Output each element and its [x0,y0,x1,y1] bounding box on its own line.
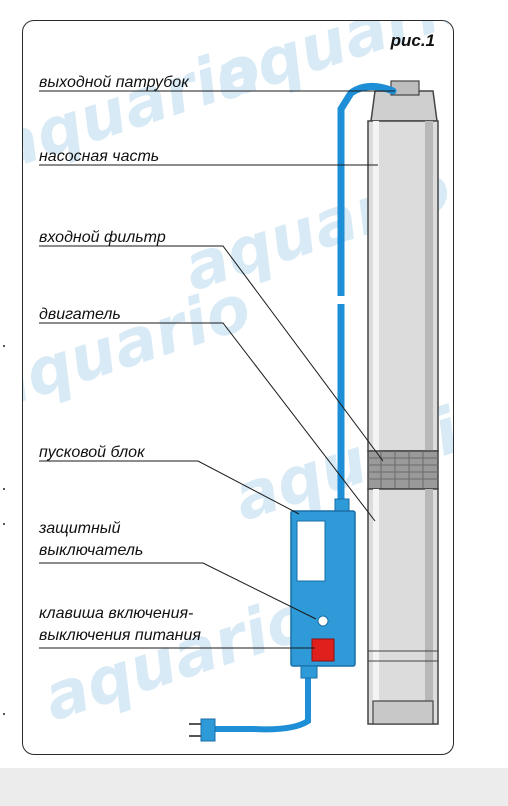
pump-highlight [373,121,379,451]
edge-mark [3,488,5,490]
pump-shadow [425,121,433,451]
label-outlet: выходной патрубок [39,74,189,91]
cable-marker [337,296,345,304]
label-pump-part: насосная часть [39,148,160,165]
edge-mark [3,523,5,525]
pump-body [367,80,439,725]
figure-frame: aquario aquario aquario aquario aquario … [22,20,454,755]
filter-mesh [368,451,438,489]
label-protective-switch-line1: защитный [39,520,121,537]
power-key [311,638,335,662]
figure-number: рис.1 [390,31,435,50]
label-start-unit: пусковой блок [39,444,145,461]
leader-lines [39,90,395,649]
label-inlet-filter: входной фильтр [39,229,166,246]
power-plug [189,718,216,742]
pump-illustration: aquario aquario aquario aquario aquario … [23,21,453,742]
start-unit-panel [296,520,326,582]
label-motor: двигатель [39,306,121,323]
inlet-filter [367,450,439,490]
protective-switch [317,615,329,627]
label-power-key-line2: выключения питания [39,627,201,644]
edge-mark [3,713,5,715]
start-unit-box [290,498,356,679]
label-power-key-line1: клавиша включения- [39,605,194,622]
label-protective-switch-line2: выключатель [39,542,144,559]
edge-mark [3,345,5,347]
bottom-band [0,768,508,806]
motor-end [372,700,434,725]
cable [210,83,397,733]
